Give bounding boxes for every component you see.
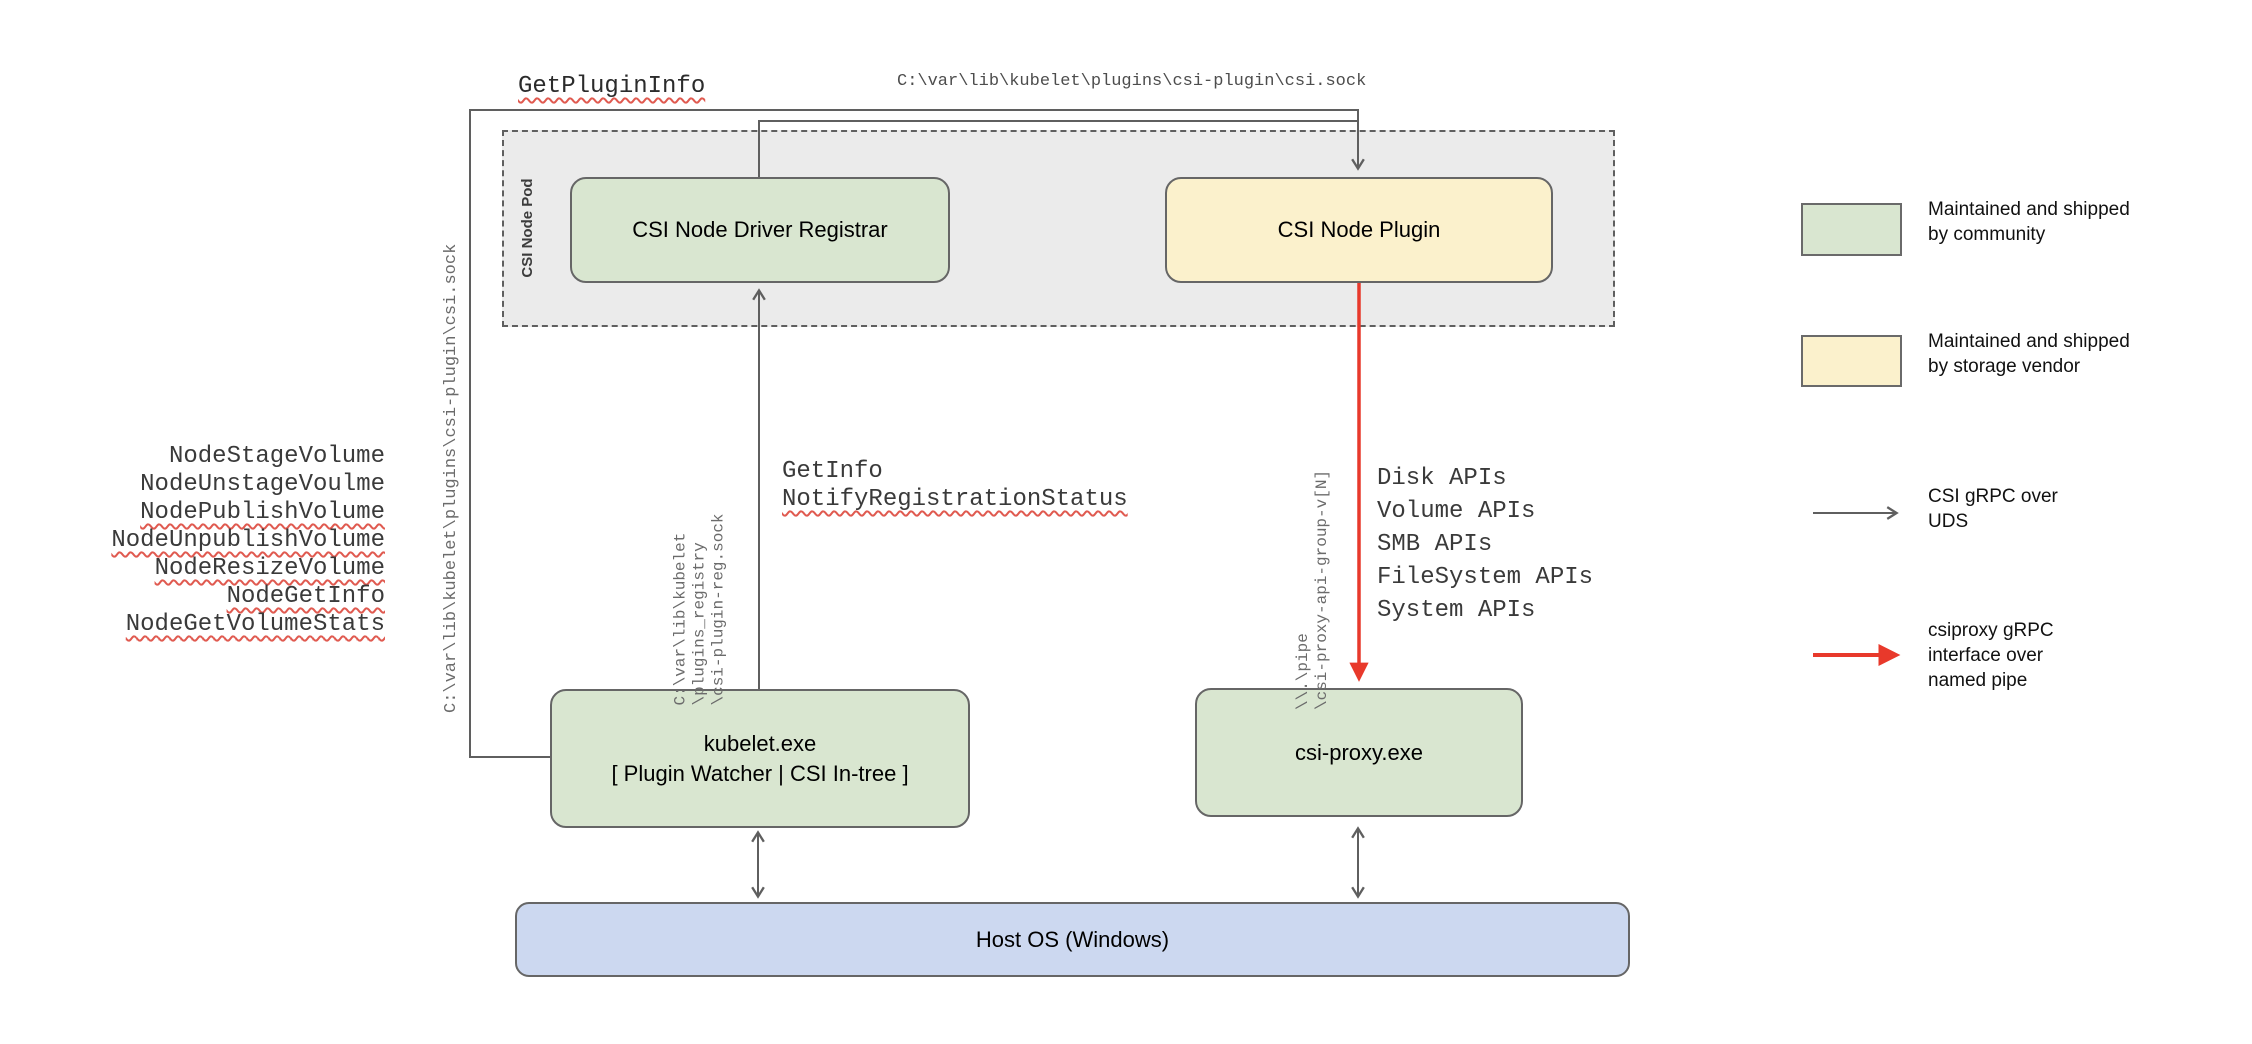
legend-vendor-swatch bbox=[1801, 335, 1902, 387]
list-item: NodeUnpublishVolume bbox=[111, 527, 385, 554]
csi-proxy-box: csi-proxy.exe bbox=[1195, 688, 1523, 817]
csi-node-driver-registrar-box: CSI Node Driver Registrar bbox=[570, 177, 950, 283]
legend-uds-label: CSI gRPC over UDS bbox=[1928, 486, 2058, 532]
notify-registration-status-label: NotifyRegistrationStatus bbox=[782, 486, 1128, 513]
list-item: Disk APIs bbox=[1377, 465, 1507, 492]
legend-community-label: Maintained and shipped by community bbox=[1928, 199, 2130, 245]
list-item: NodePublishVolume bbox=[140, 499, 385, 526]
get-plugin-info-label: GetPluginInfo bbox=[518, 73, 706, 100]
legend-vendor-label: Maintained and shipped by storage vendor bbox=[1928, 331, 2130, 377]
getplugininfo-wire bbox=[469, 109, 1365, 758]
list-item: Volume APIs bbox=[1377, 498, 1536, 525]
csi-node-plugin-box: CSI Node Plugin bbox=[1165, 177, 1553, 283]
registrar-to-plugin-wire bbox=[758, 120, 1357, 177]
csi-sock-path-left-label: C:\var\lib\kubelet\plugins\csi-plugin\cs… bbox=[442, 243, 461, 713]
kubelet-box: kubelet.exe [ Plugin Watcher | CSI In-tr… bbox=[550, 689, 970, 828]
list-item: NodeGetVolumeStats bbox=[125, 611, 385, 638]
list-item: NodeGetInfo bbox=[226, 583, 385, 610]
get-info-label: GetInfo bbox=[782, 458, 883, 485]
host-os-box: Host OS (Windows) bbox=[515, 902, 1630, 977]
list-item: NodeUnstageVoulme bbox=[140, 471, 385, 498]
list-item: FileSystem APIs bbox=[1377, 564, 1594, 591]
csi-sock-path-top-label: C:\var\lib\kubelet\plugins\csi-plugin\cs… bbox=[897, 72, 1367, 91]
plugin-registry-path-label: C:\var\lib\kubelet \plugins_registry \cs… bbox=[671, 513, 728, 706]
list-item: NodeStageVolume bbox=[168, 443, 385, 470]
list-item: System APIs bbox=[1377, 597, 1536, 624]
list-item: SMB APIs bbox=[1377, 531, 1493, 558]
legend-community-swatch bbox=[1801, 203, 1902, 256]
legend-pipe-label: csiproxy gRPC interface over named pipe bbox=[1928, 620, 2054, 691]
list-item: NodeResizeVolume bbox=[154, 555, 385, 582]
named-pipe-path-label: \\.\pipe \csi-proxy-api-group-v[N] bbox=[1294, 469, 1331, 710]
